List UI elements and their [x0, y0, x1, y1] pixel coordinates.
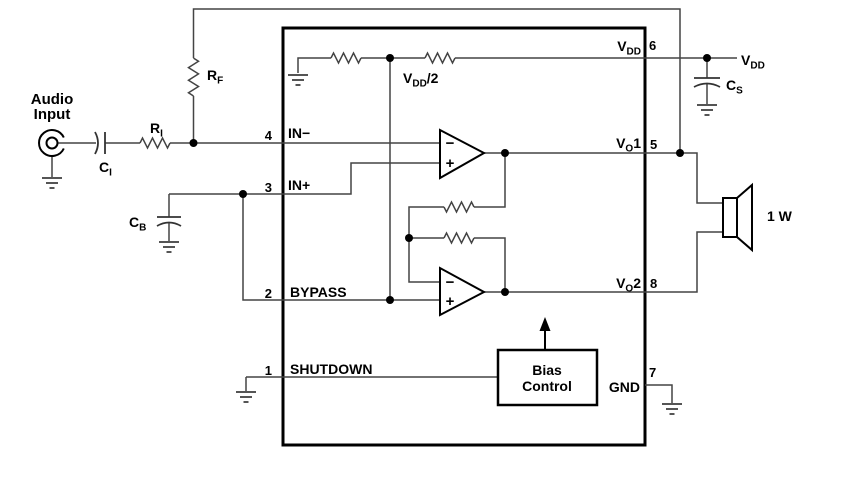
- pin-label-in-minus: IN−: [288, 125, 310, 141]
- pin-number-4: 4: [265, 128, 273, 143]
- wire-vo1-to-speaker: [484, 152, 723, 204]
- pin-number-2: 2: [265, 286, 272, 301]
- capacitors: [94, 77, 721, 227]
- junction-dot: [239, 190, 247, 198]
- wire-divider-ground: [297, 57, 331, 73]
- pin-number-3: 3: [265, 180, 272, 195]
- capacitor-cb-curved-plate: [156, 221, 182, 227]
- opamp2-triangle: [439, 266, 487, 317]
- opamp1-plus-sign: +: [446, 155, 455, 172]
- pin-label-bypass: BYPASS: [290, 284, 347, 300]
- pin-number-8: 8: [650, 276, 657, 291]
- resistor-rf: [187, 57, 200, 97]
- speaker: [722, 182, 753, 253]
- vdd-half-label: VDD/2: [403, 70, 439, 90]
- bias-label-line1: Bias: [532, 362, 562, 378]
- jack-outer-ring: [38, 129, 65, 157]
- pin-number-7: 7: [649, 365, 656, 380]
- junction-dot: [501, 288, 509, 296]
- bias-control-box: [496, 348, 599, 407]
- pin-number-1: 1: [265, 363, 272, 378]
- wire-amp2-minus: [408, 238, 440, 283]
- ci-label: CI: [99, 159, 112, 179]
- junction-dot: [386, 54, 394, 62]
- junction-dot: [501, 149, 509, 157]
- capacitor-ci-curved-plate: [94, 131, 99, 155]
- pin-label-vdd: VDD: [617, 38, 641, 58]
- pin-label-gnd: GND: [609, 379, 640, 395]
- resistor-divider-right: [424, 51, 456, 65]
- junction-dot: [703, 54, 711, 62]
- pin-number-6: 6: [649, 38, 656, 53]
- wire-in-plus: [169, 162, 440, 195]
- jack-center-pin: [45, 136, 59, 150]
- rf-label: RF: [207, 67, 223, 87]
- speaker-cone: [736, 182, 753, 253]
- ri-label: RI: [150, 120, 163, 140]
- ground-cb: [158, 241, 180, 253]
- resistor-feedback2: [443, 231, 475, 245]
- opamp1-minus-sign: −: [446, 135, 455, 152]
- audio-input-label-line1: Audio: [31, 91, 74, 108]
- ground-jack: [41, 177, 63, 189]
- wire-interstage-left: [408, 206, 444, 238]
- bias-label-line2: Control: [522, 378, 572, 394]
- ground-divider: [287, 74, 309, 86]
- junction-dot: [405, 234, 413, 242]
- pin-number-5: 5: [650, 137, 657, 152]
- capacitor-cs-curved-plate: [693, 82, 721, 88]
- opamp1-triangle: [439, 128, 487, 180]
- resistor-interstage: [443, 200, 475, 214]
- wire-gnd-pin: [645, 384, 673, 404]
- speaker-power-label: 1 W: [767, 208, 793, 224]
- resistor-divider-left: [330, 51, 362, 65]
- wire-amp1-out-down: [474, 153, 506, 208]
- wire-feedback-top: [192, 8, 681, 153]
- opamp2-plus-sign: +: [446, 293, 455, 310]
- cb-label: CB: [129, 214, 146, 234]
- wire-bypass: [242, 194, 440, 301]
- vdd-supply-label: VDD: [741, 52, 765, 72]
- junction-dots: [189, 54, 711, 304]
- junction-dot: [386, 296, 394, 304]
- opamp2-minus-sign: −: [446, 274, 455, 291]
- pin-label-shutdown: SHUTDOWN: [290, 361, 372, 377]
- wires: [51, 8, 737, 404]
- junction-dot: [676, 149, 684, 157]
- wire-vo2-to-speaker: [484, 231, 723, 293]
- ground-shutdown: [235, 391, 257, 403]
- resistor-ri: [139, 136, 171, 150]
- ground-cs: [696, 104, 718, 116]
- ic-outline: [281, 26, 647, 447]
- pin-label-in-plus: IN+: [288, 177, 310, 193]
- audio-input-jack: [38, 129, 65, 157]
- audio-input-label-line2: Input: [34, 106, 71, 123]
- junction-dot: [189, 139, 198, 147]
- pin-label-vo1: VO1: [616, 135, 641, 155]
- pin-label-vo2: VO2: [616, 275, 641, 295]
- speaker-driver: [722, 197, 738, 238]
- bias-arrow-head-icon: [539, 317, 551, 331]
- cs-label: CS: [726, 77, 743, 97]
- ground-gnd-pin: [661, 403, 683, 415]
- wire-fb2-right: [474, 237, 506, 292]
